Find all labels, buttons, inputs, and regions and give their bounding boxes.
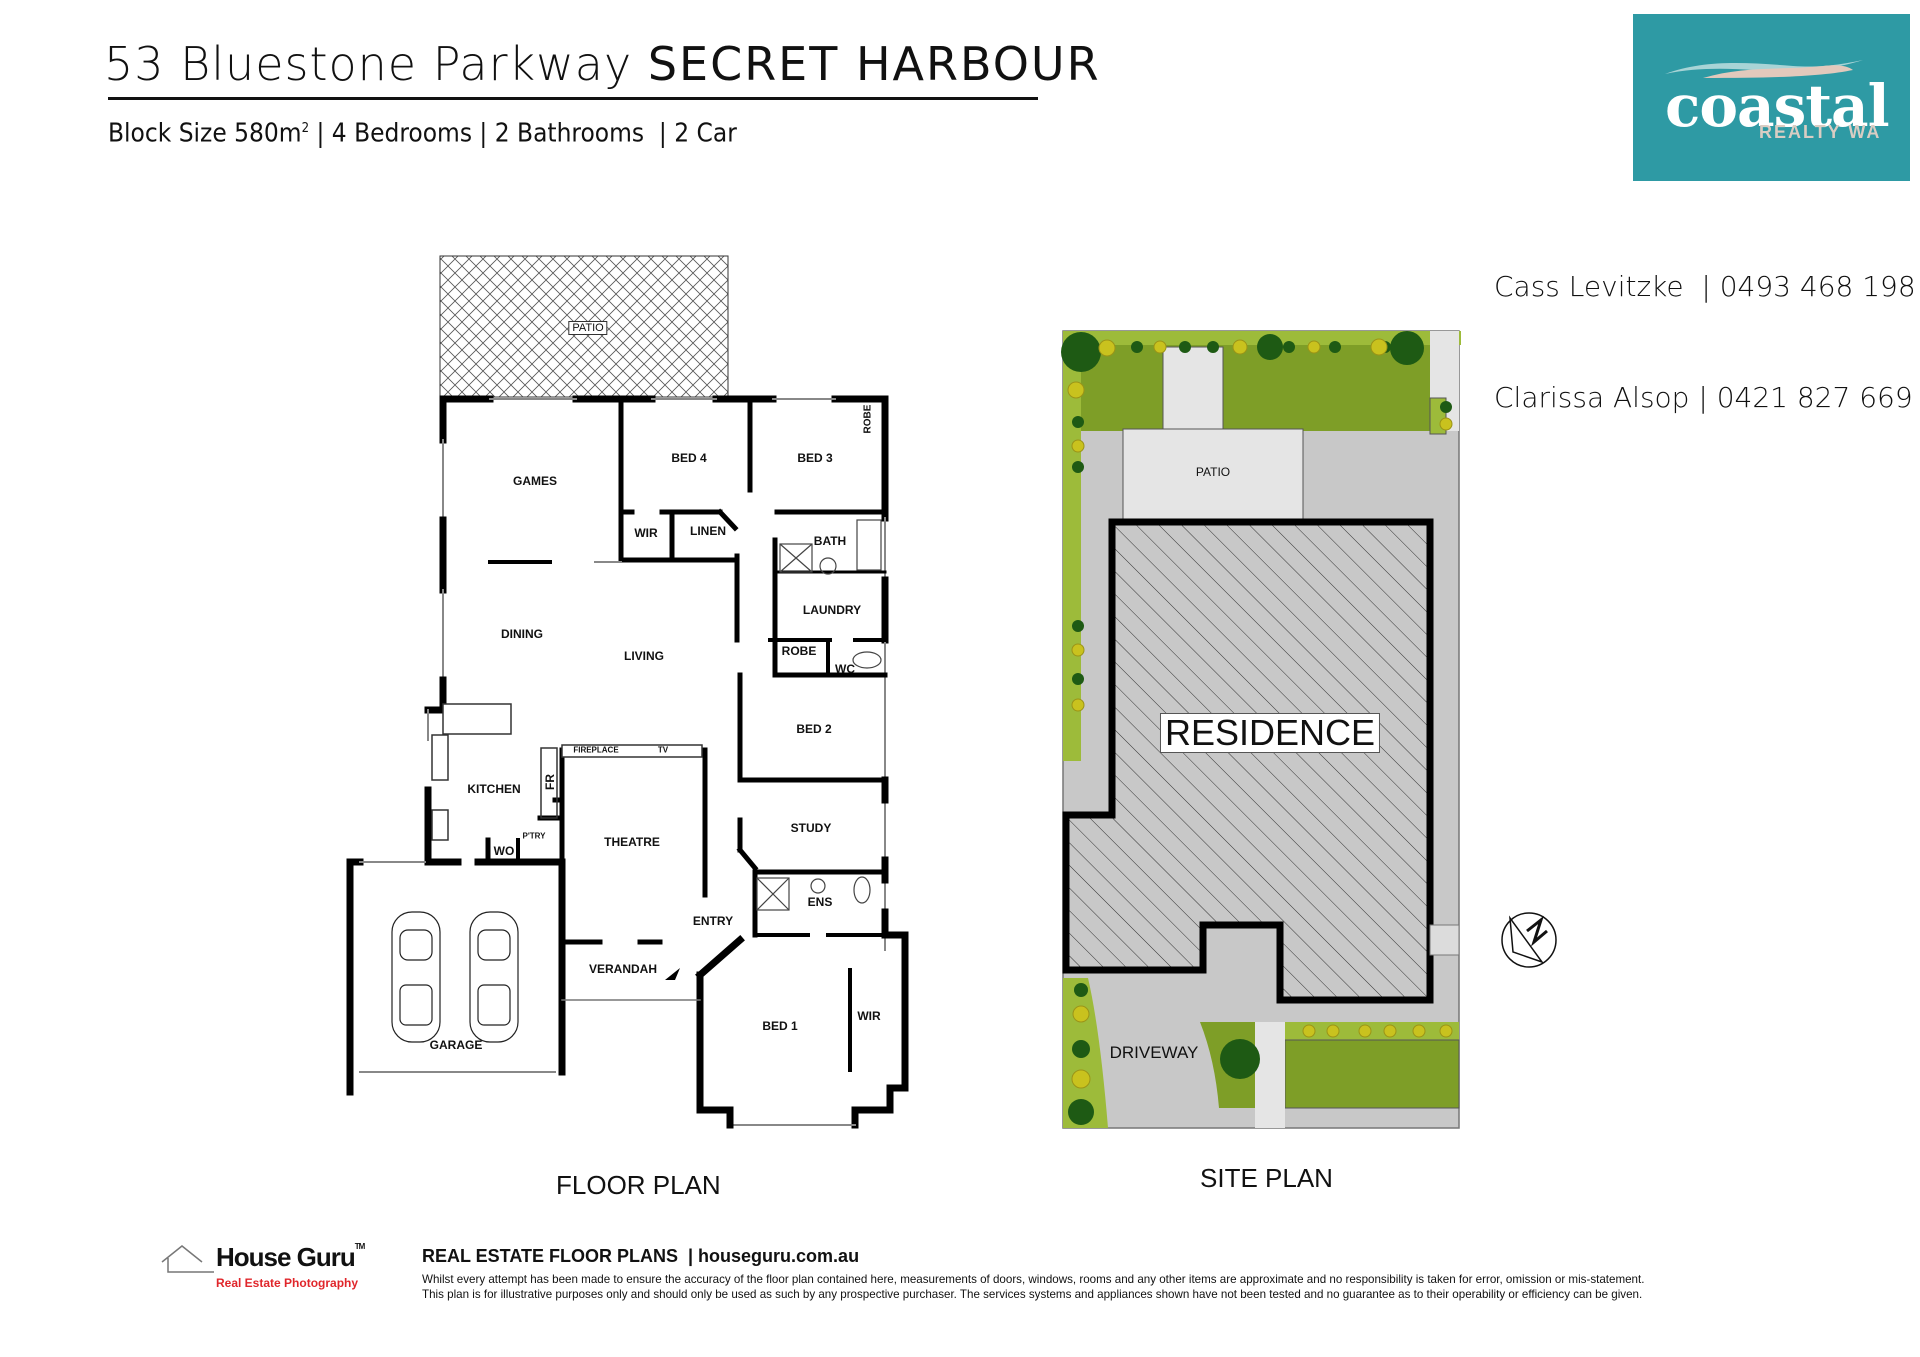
title-divider <box>108 97 1038 100</box>
house-guru-brand: House GuruTM <box>216 1242 366 1273</box>
agent-row: Cass Levitzke | 0493 468 198 <box>1494 270 1916 303</box>
wave-icon <box>1665 60 1863 78</box>
brand-text: House Guru <box>216 1242 356 1272</box>
property-features: | 4 Bedrooms | 2 Bathrooms | 2 Car <box>309 118 737 149</box>
agent-phone[interactable]: 0421 827 669 <box>1716 381 1913 414</box>
room-label-garage: GARAGE <box>429 1038 483 1052</box>
room-label-linen: LINEN <box>690 524 726 538</box>
suburb: SECRET HARBOUR <box>647 37 1101 91</box>
footer-headline: REAL ESTATE FLOOR PLANS | houseguru.com.… <box>422 1246 860 1266</box>
label-tv: TV <box>657 745 669 755</box>
room-label-bed3: BED 3 <box>797 451 833 465</box>
entry-arrow-icon <box>665 968 688 980</box>
property-summary: Block Size 580m2 | 4 Bedrooms | 2 Bathro… <box>108 112 737 151</box>
trademark: TM <box>354 1242 366 1251</box>
room-label-fridge: FR <box>543 774 557 790</box>
block-size: Block Size 580m <box>108 118 302 149</box>
site-label-residence: RESIDENCE <box>1159 713 1381 753</box>
room-label-wir-bed4: WIR <box>634 526 658 540</box>
agent-name: Clarissa Alsop <box>1494 381 1690 414</box>
site-plan-drawing <box>1061 330 1461 1129</box>
site-label-patio: PATIO <box>1195 465 1231 479</box>
house-icon <box>161 1245 214 1273</box>
room-label-entry: ENTRY <box>692 914 734 928</box>
car-icon <box>391 911 519 1043</box>
room-label-walk-in-oven: WO <box>493 844 515 858</box>
disclaimer: Whilst every attempt has been made to en… <box>422 1272 1802 1302</box>
agency-logo: coastal REALTY WA <box>1633 14 1910 181</box>
agent-phone[interactable]: 0493 468 198 <box>1719 270 1916 303</box>
room-label-robe-bed3: ROBE <box>862 404 874 434</box>
agent-row: Clarissa Alsop | 0421 827 669 <box>1494 381 1913 414</box>
house-guru-logo: House GuruTM Real Estate Photography <box>160 1242 370 1292</box>
room-label-bed4: BED 4 <box>671 451 707 465</box>
room-label-study: STUDY <box>790 821 832 835</box>
unit-superscript: 2 <box>301 121 310 136</box>
room-label-wc: WC <box>835 662 855 676</box>
disclaimer-line: Whilst every attempt has been made to en… <box>422 1273 1645 1286</box>
room-label-patio: PATIO <box>568 321 608 335</box>
page-title: 53 Bluestone Parkway SECRET HARBOUR <box>104 34 1101 94</box>
room-label-robe-bed2: ROBE <box>781 644 817 658</box>
room-label-bed2: BED 2 <box>796 722 832 736</box>
room-label-kitchen: KITCHEN <box>467 782 521 796</box>
room-label-pantry: P'TRY <box>522 831 546 841</box>
agency-brand: coastal <box>1665 72 1890 140</box>
north-arrow-icon <box>1501 912 1557 968</box>
room-label-laundry: LAUNDRY <box>802 603 862 617</box>
disclaimer-line: This plan is for illustrative purposes o… <box>422 1288 1643 1301</box>
room-label-games: GAMES <box>512 474 558 488</box>
street-address: 53 Bluestone Parkway <box>104 37 633 91</box>
agent-name: Cass Levitzke <box>1494 270 1693 303</box>
room-label-verandah: VERANDAH <box>588 962 658 976</box>
house-guru-tagline: Real Estate Photography <box>216 1276 359 1290</box>
site-plan-label: SITE PLAN <box>1200 1163 1333 1193</box>
room-label-theatre: THEATRE <box>604 835 660 849</box>
room-label-bed1: BED 1 <box>762 1019 798 1033</box>
agency-sub: REALTY WA <box>1759 122 1882 142</box>
site-label-driveway: DRIVEWAY <box>1109 1043 1199 1062</box>
room-label-dining: DINING <box>501 627 543 641</box>
room-label-bath: BATH <box>813 534 847 548</box>
floor-plan-label: FLOOR PLAN <box>556 1170 721 1200</box>
label-fireplace: FIREPLACE <box>573 745 619 755</box>
room-label-living: LIVING <box>623 649 665 663</box>
room-label-wir-bed1: WIR <box>857 1009 881 1023</box>
room-label-ensuite: ENS <box>807 895 833 909</box>
agent-contacts: Cass Levitzke | 0493 468 198 Clarissa Al… <box>1494 194 1916 453</box>
